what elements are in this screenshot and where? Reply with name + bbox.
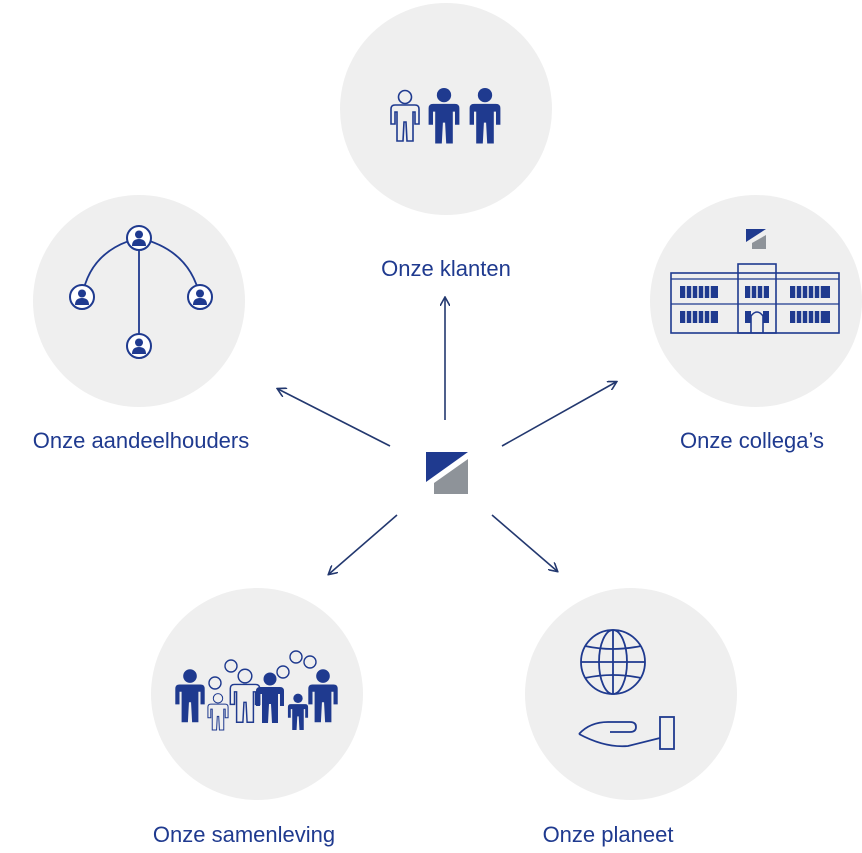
shareholder-network-icon (69, 225, 213, 359)
arrow-to-aandeelhouders (278, 389, 391, 447)
office-building-icon (670, 229, 840, 334)
circle-planeet (525, 588, 737, 800)
arrow-to-samenleving (329, 514, 398, 574)
label-onze-klanten: Onze klanten (381, 256, 511, 281)
circle-collegas (650, 195, 862, 407)
arrows (278, 298, 616, 574)
arrow-to-planeet (491, 514, 557, 571)
label-onze-planeet: Onze planeet (542, 822, 674, 847)
globe-in-hand-icon (578, 629, 675, 750)
company-logo-icon (426, 452, 468, 494)
label-onze-samenleving: Onze samenleving (152, 822, 336, 847)
community-family-icon (175, 650, 338, 731)
label-onze-collegas: Onze collega’s (680, 428, 824, 453)
arrow-to-collegas (501, 382, 616, 447)
label-onze-aandeelhouders: Onze aandeelhouders (32, 428, 250, 453)
